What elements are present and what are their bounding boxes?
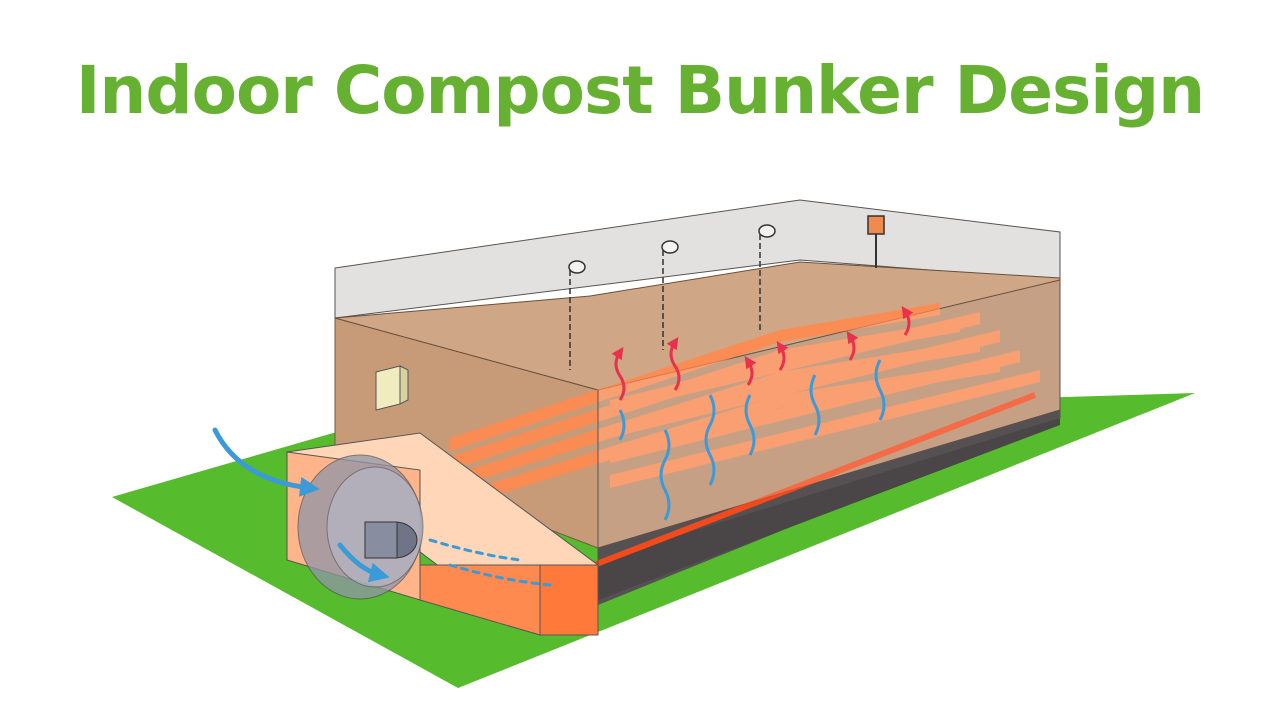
heat-rising-icon xyxy=(611,306,914,401)
airflow-arrow-icon xyxy=(212,427,552,587)
fan-icon xyxy=(297,454,424,600)
rising-air xyxy=(618,359,886,521)
page-title: Indoor Compost Bunker Design xyxy=(75,52,1205,129)
main-air-duct xyxy=(558,392,1037,581)
control-sensor-icon xyxy=(867,215,885,268)
temperature-probe-icon xyxy=(568,224,776,370)
control-box-icon xyxy=(375,365,409,411)
